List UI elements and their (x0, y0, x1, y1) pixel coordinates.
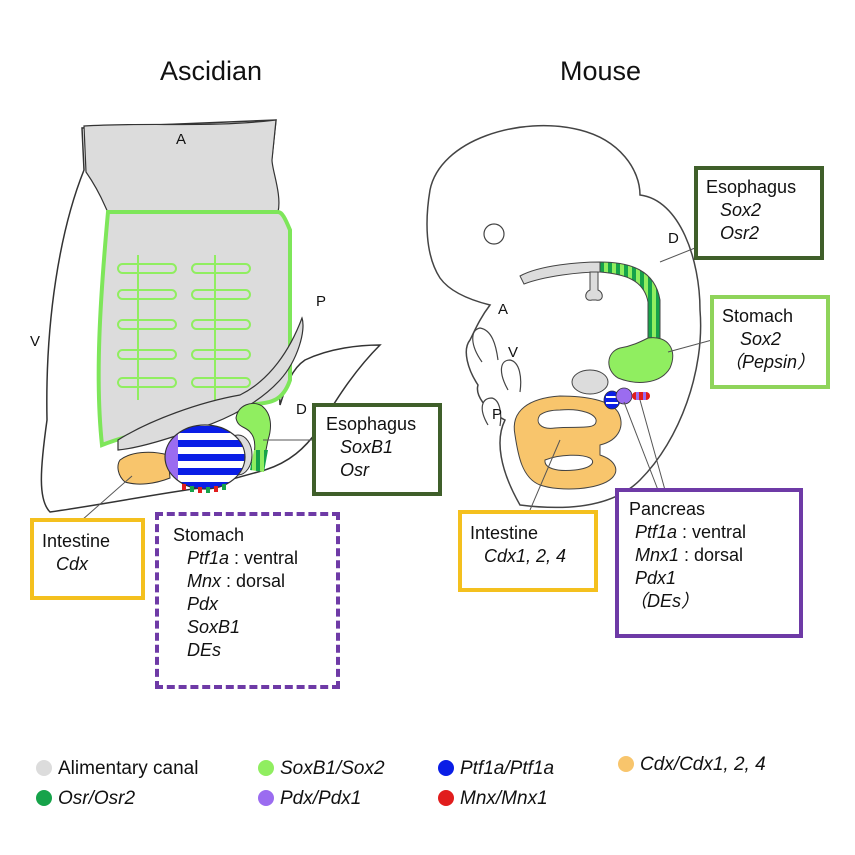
legend-item: Pdx/Pdx1 (258, 788, 361, 810)
legend-swatch-icon (438, 760, 454, 776)
ascidian-stomach-mnx-stripes (182, 484, 226, 493)
legend-swatch-icon (36, 790, 52, 806)
asc-stomach-box: Stomach Ptf1a : ventral Mnx : dorsal Pdx… (155, 512, 340, 689)
mouse-pancreas-line: Mnx1 : dorsal (635, 545, 744, 565)
mouse-title: Mouse (560, 56, 642, 86)
mouse-esophagus-gene: Osr2 (720, 223, 760, 243)
asc-intestine-box: Intestine Cdx (30, 518, 145, 600)
ascidian-ventral-label: V (30, 333, 41, 350)
legend-item: Osr/Osr2 (36, 788, 135, 810)
asc-stomach-line: Pdx (187, 594, 219, 614)
ascidian-posterior-label: P (316, 293, 327, 310)
asc-intestine-gene: Cdx (56, 554, 89, 574)
mouse-limb-bud-hind (481, 397, 502, 427)
asc-stomach-line: DEs (187, 640, 222, 660)
legend-item: Ptf1a/Ptf1a (438, 758, 554, 780)
ascidian-figure (40, 119, 382, 521)
mouse-pancreas-heading: Pancreas (629, 499, 706, 519)
legend-swatch-icon (258, 790, 274, 806)
ascidian-intestine (117, 451, 171, 485)
ascidian-anterior-label: A (176, 131, 187, 148)
mouse-eye (483, 223, 505, 245)
mouse-stomach (608, 337, 674, 383)
mouse-stomach-pepsin: （Pepsin） (724, 352, 816, 372)
legend-item: Alimentary canal (36, 758, 198, 780)
mouse-stomach-heading: Stomach (722, 306, 794, 326)
ascidian-pharynx (83, 119, 280, 213)
asc-intestine-heading: Intestine (42, 531, 111, 551)
mouse-figure (426, 124, 713, 511)
mouse-posterior-label: P (492, 406, 503, 423)
mouse-intestine-heading: Intestine (470, 523, 539, 543)
legend-swatch-icon (438, 790, 454, 806)
ascidian-stigmata (117, 255, 251, 400)
legend-swatch-icon (258, 760, 274, 776)
mouse-duodenum (571, 369, 609, 395)
legend-item: Mnx/Mnx1 (438, 788, 548, 810)
mouse-stomach-gene: Sox2 (740, 329, 782, 349)
mouse-stomach-box: Stomach Sox2 （Pepsin） (710, 295, 830, 389)
legend-swatch-icon (36, 760, 52, 776)
mouse-dorsal-label: D (668, 230, 679, 247)
mouse-intestine-gene: Cdx1, 2, 4 (484, 546, 567, 566)
mouse-limb-bud-lower (500, 359, 522, 393)
asc-stomach-line: Ptf1a : ventral (187, 548, 299, 568)
mouse-pancreas-box: Pancreas Ptf1a : ventral Mnx1 : dorsal P… (615, 488, 803, 638)
mouse-intestine (513, 395, 622, 490)
ascidian-esophagus-osr-stripes (250, 450, 268, 472)
mouse-lung-bud (585, 271, 603, 301)
mouse-anterior-label: A (498, 301, 509, 318)
asc-stomach-heading: Stomach (173, 525, 245, 545)
ascidian-leader-lines (81, 439, 312, 521)
legend-swatch-icon (618, 756, 634, 772)
asc-stomach-line: Mnx : dorsal (187, 571, 286, 591)
ascidian-stomach (164, 424, 246, 493)
asc-esophagus-heading: Esophagus (326, 414, 417, 434)
mouse-pancreas-line: （DEs） (629, 591, 700, 611)
legend-item: SoxB1/Sox2 (258, 758, 385, 780)
ascidian-title: Ascidian (160, 56, 263, 86)
legend-item: Cdx/Cdx1, 2, 4 (618, 754, 766, 776)
asc-esophagus-gene: Osr (340, 460, 369, 480)
mouse-esophagus-gene: Sox2 (720, 200, 762, 220)
mouse-esophagus-heading: Esophagus (706, 177, 797, 197)
mouse-ventral-label: V (508, 344, 519, 361)
mouse-esophagus-box: Esophagus Sox2 Osr2 (694, 166, 824, 260)
mouse-pancreas-line: Pdx1 (635, 568, 677, 588)
asc-esophagus-gene: SoxB1 (340, 437, 394, 457)
mouse-pancreas-buds (603, 387, 650, 410)
asc-stomach-line: SoxB1 (187, 617, 241, 637)
mouse-pancreas-line: Ptf1a : ventral (635, 522, 747, 542)
mouse-intestine-box: Intestine Cdx1, 2, 4 (458, 510, 598, 592)
mouse-limb-bud-upper (472, 327, 499, 363)
asc-esophagus-box: Esophagus SoxB1 Osr (312, 403, 442, 496)
mouse-leader-lines (529, 245, 713, 511)
ascidian-dorsal-label: D (296, 401, 307, 418)
